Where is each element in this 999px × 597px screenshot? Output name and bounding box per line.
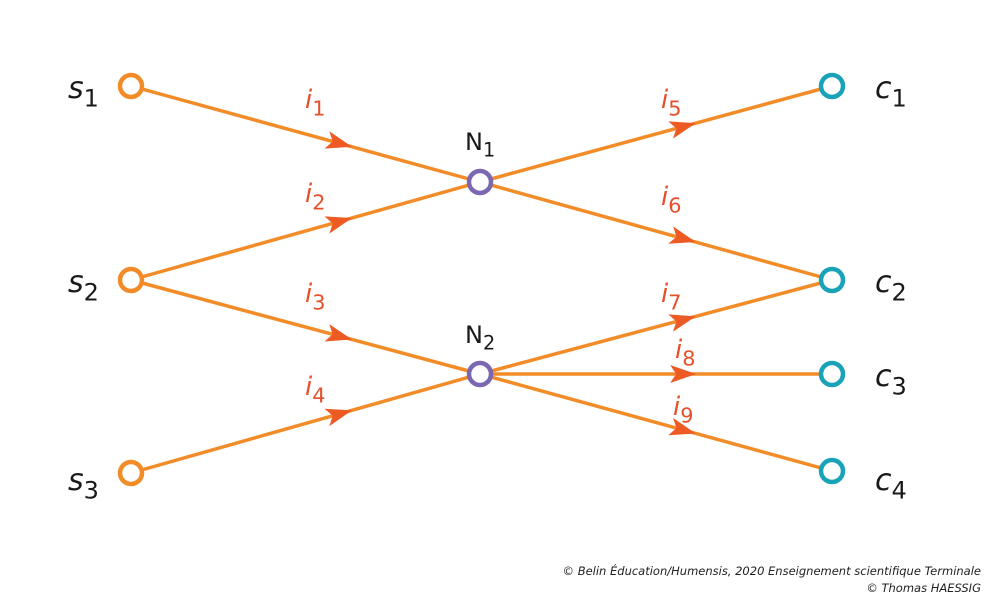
current-arrow-icon [668, 121, 696, 139]
current-label-i9: i9 [673, 392, 693, 427]
source-circle-icon [117, 72, 145, 100]
credit-line-2: © Thomas HAESSIG [866, 581, 981, 595]
current-label-i5: i5 [661, 85, 681, 120]
node-label-S1-sub: 1 [84, 84, 99, 112]
source-circle-icon [117, 459, 145, 487]
current-label-i7-sub: 7 [668, 290, 681, 314]
node-label-S3-sub: 3 [84, 476, 99, 504]
credit-line-1: © Belin Éducation/Humensis, 2020 Enseign… [562, 564, 981, 578]
current-label-i3-base: i [305, 279, 313, 309]
node-label-N1: N1 [465, 128, 495, 162]
current-label-i5-sub: 5 [668, 96, 681, 120]
current-label-i3-sub: 3 [312, 290, 325, 314]
node-label-C4-base: c [875, 463, 892, 498]
node-circle-icon [466, 360, 494, 388]
node-label-C4: c4 [875, 463, 907, 504]
current-label-i2-base: i [305, 179, 313, 209]
node-label-C3: c3 [875, 359, 907, 400]
current-label-i8-base: i [675, 335, 683, 365]
node-label-C3-sub: 3 [892, 372, 907, 400]
node-label-C1-base: c [875, 71, 892, 106]
current-label-i6: i6 [661, 182, 681, 217]
node-label-C1: c1 [875, 71, 907, 112]
node-label-C2: c2 [875, 265, 907, 306]
node-label-N2-sub: 2 [483, 332, 495, 355]
current-label-i1-sub: 1 [312, 96, 325, 120]
current-label-i8: i8 [675, 335, 695, 370]
node-label-S2: s2 [68, 265, 99, 306]
current-arrow-icon [668, 314, 696, 332]
current-arrow-icon [324, 131, 352, 149]
wire-i5 [479, 84, 833, 184]
current-label-i5-base: i [661, 85, 669, 115]
node-label-S2-sub: 2 [84, 278, 99, 306]
wire-i2 [130, 180, 481, 282]
wire-i6 [479, 180, 833, 282]
node-circle-icon [466, 168, 494, 196]
sink-circle-icon [818, 72, 846, 100]
wire-i3 [130, 278, 481, 376]
current-label-i4-sub: 4 [312, 383, 325, 407]
sink-circle-icon [818, 266, 846, 294]
node-label-S2-base: s [68, 265, 84, 300]
node-label-C3-base: c [875, 359, 892, 394]
current-label-i1: i1 [305, 85, 325, 120]
current-label-i3: i3 [305, 279, 325, 314]
current-label-i9-sub: 9 [680, 403, 693, 427]
current-arrow-icon [668, 417, 696, 436]
node-label-N2: N2 [465, 321, 495, 355]
node-label-S3-base: s [68, 463, 84, 498]
current-label-i4-base: i [305, 372, 313, 402]
current-arrow-icon [668, 226, 696, 244]
current-label-i2-sub: 2 [312, 190, 325, 214]
node-label-N1-sub: 1 [483, 139, 495, 162]
current-label-i6-sub: 6 [668, 193, 681, 217]
wire-i9 [479, 372, 833, 473]
current-label-i7: i7 [661, 279, 681, 314]
node-label-C2-base: c [875, 265, 892, 300]
node-label-C4-sub: 4 [892, 476, 907, 504]
node-label-S3: s3 [68, 463, 99, 504]
sink-circle-icon [818, 360, 846, 388]
current-label-i7-base: i [661, 279, 669, 309]
node-label-S1-base: s [68, 71, 84, 106]
current-label-i8-sub: 8 [682, 346, 695, 370]
current-arrow-icon [324, 408, 352, 427]
node-label-C1-sub: 1 [892, 84, 907, 112]
source-circle-icon [117, 266, 145, 294]
sink-circle-icon [818, 457, 846, 485]
current-label-i4: i4 [305, 372, 325, 407]
current-label-i2: i2 [305, 179, 325, 214]
wire-i1 [130, 84, 481, 184]
current-arrow-icon [324, 324, 352, 342]
node-label-S1: s1 [68, 71, 99, 112]
current-label-i9-base: i [673, 392, 681, 422]
current-arrow-icon [324, 216, 352, 234]
wire-i7 [479, 278, 833, 376]
node-label-C2-sub: 2 [892, 278, 907, 306]
wire-i4 [130, 372, 481, 475]
current-label-i1-base: i [305, 85, 313, 115]
node-label-N2-base: N [465, 321, 483, 349]
current-label-i6-base: i [661, 182, 669, 212]
current-arrow-icon [670, 365, 697, 383]
node-label-N1-base: N [465, 128, 483, 156]
